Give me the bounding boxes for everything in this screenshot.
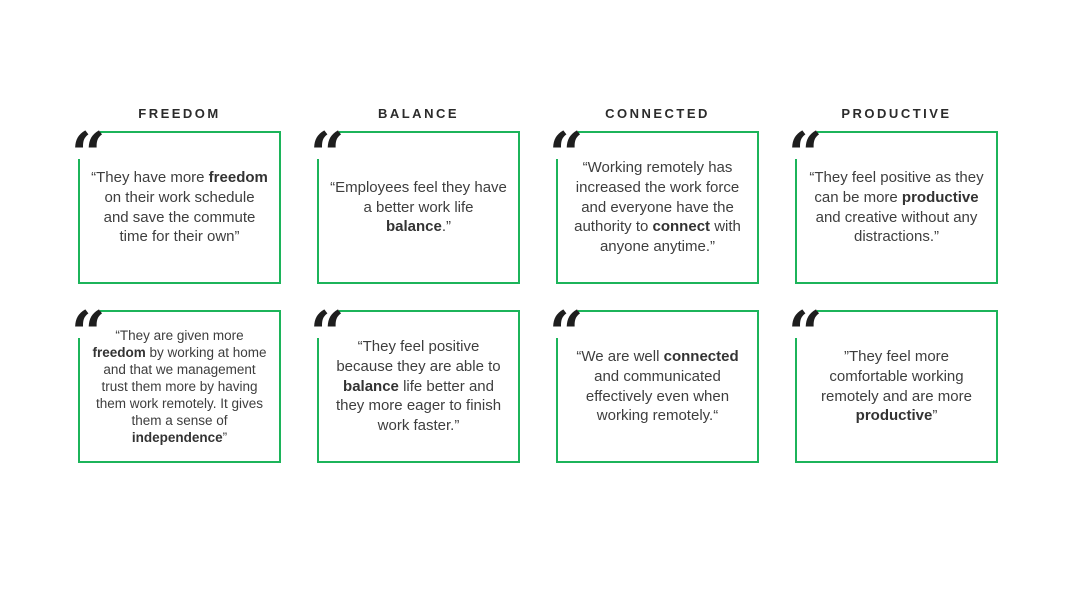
quotes-grid: FREEDOM BALANCE CONNECTED PRODUCTIVE “ “… bbox=[71, 104, 998, 463]
corner-notch bbox=[795, 310, 817, 338]
quote-text: “Employees feel they have a better work … bbox=[330, 178, 507, 236]
quote-card-productive-2: “ ”They feel more comfortable working re… bbox=[788, 304, 998, 463]
corner-notch bbox=[556, 131, 578, 159]
quote-card-connected-2: “ “We are well connected and communicate… bbox=[549, 304, 759, 463]
quote-card-balance-2: “ “They feel positive because they are a… bbox=[310, 304, 520, 463]
column-header-freedom: FREEDOM bbox=[138, 106, 221, 121]
quote-text: “We are well connected and communicated … bbox=[576, 347, 739, 425]
column-header-balance: BALANCE bbox=[377, 106, 460, 121]
corner-notch bbox=[78, 310, 100, 338]
quote-text: “Working remotely has increased the work… bbox=[574, 158, 741, 256]
quote-text: “They are given more freedom by working … bbox=[92, 327, 267, 446]
corner-notch bbox=[317, 131, 339, 159]
quote-card-productive-1: “ “They feel positive as they can be mor… bbox=[788, 125, 998, 284]
quote-text: “They feel positive because they are abl… bbox=[335, 337, 502, 435]
quote-text: “They have more freedom on their work sc… bbox=[91, 168, 268, 246]
quote-card-freedom-2: “ “They are given more freedom by workin… bbox=[71, 304, 281, 463]
quote-text: ”They feel more comfortable working remo… bbox=[821, 347, 972, 425]
corner-notch bbox=[317, 310, 339, 338]
quote-card-balance-1: “ “Employees feel they have a better wor… bbox=[310, 125, 520, 284]
column-header-connected: CONNECTED bbox=[605, 106, 710, 121]
column-header-productive: PRODUCTIVE bbox=[841, 106, 952, 121]
quote-text: “They feel positive as they can be more … bbox=[809, 168, 984, 246]
corner-notch bbox=[78, 131, 100, 159]
quote-card-freedom-1: “ “They have more freedom on their work … bbox=[71, 125, 281, 284]
corner-notch bbox=[556, 310, 578, 338]
quote-card-connected-1: “ “Working remotely has increased the wo… bbox=[549, 125, 759, 284]
corner-notch bbox=[795, 131, 817, 159]
